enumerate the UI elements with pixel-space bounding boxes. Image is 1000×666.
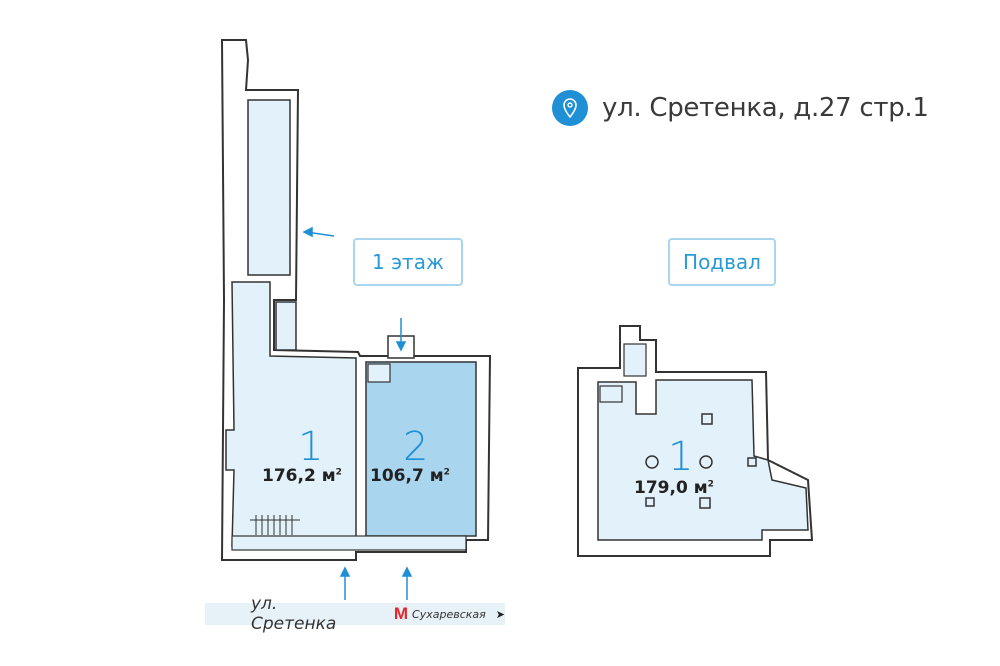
basement-wc (599, 385, 623, 403)
address-text: ул. Сретенка, д.27 стр.1 (602, 93, 929, 123)
room-1-number: 1 (298, 424, 324, 470)
room-2-number: 2 (403, 424, 429, 470)
room-1-basement[interactable] (597, 379, 809, 541)
street-bar: ул. Сретенка М Сухаревская ➤ (205, 594, 505, 634)
first-floor-button[interactable]: 1 этаж (353, 238, 463, 286)
metro-station-name: Сухаревская (412, 607, 486, 621)
basement-columns (645, 413, 757, 509)
basement-button[interactable]: Подвал (668, 238, 776, 286)
location-pin-icon (552, 90, 588, 126)
stair-room (275, 301, 297, 351)
basement-stairs (623, 343, 647, 377)
room-2-floor1[interactable] (365, 361, 477, 537)
room-1-area: 176,2 м2 (262, 466, 342, 486)
wc-room-2 (367, 363, 391, 383)
entry-strip (231, 535, 467, 551)
arrow-right-icon: ➤ (495, 608, 505, 621)
basement-room-1-area: 179,0 м2 (634, 478, 714, 498)
corridor-room (247, 99, 291, 276)
stairs-lower (250, 515, 300, 535)
entry-arrows (302, 226, 413, 600)
metro-logo-icon: М (393, 604, 409, 623)
address-block: ул. Сретенка, д.27 стр.1 (552, 86, 929, 130)
street-name: ул. Сретенка (251, 594, 337, 634)
room-2-area: 106,7 м2 (370, 466, 450, 486)
basement-room-1-number: 1 (668, 434, 694, 480)
metro-station: М Сухаревская ➤ (394, 604, 505, 624)
